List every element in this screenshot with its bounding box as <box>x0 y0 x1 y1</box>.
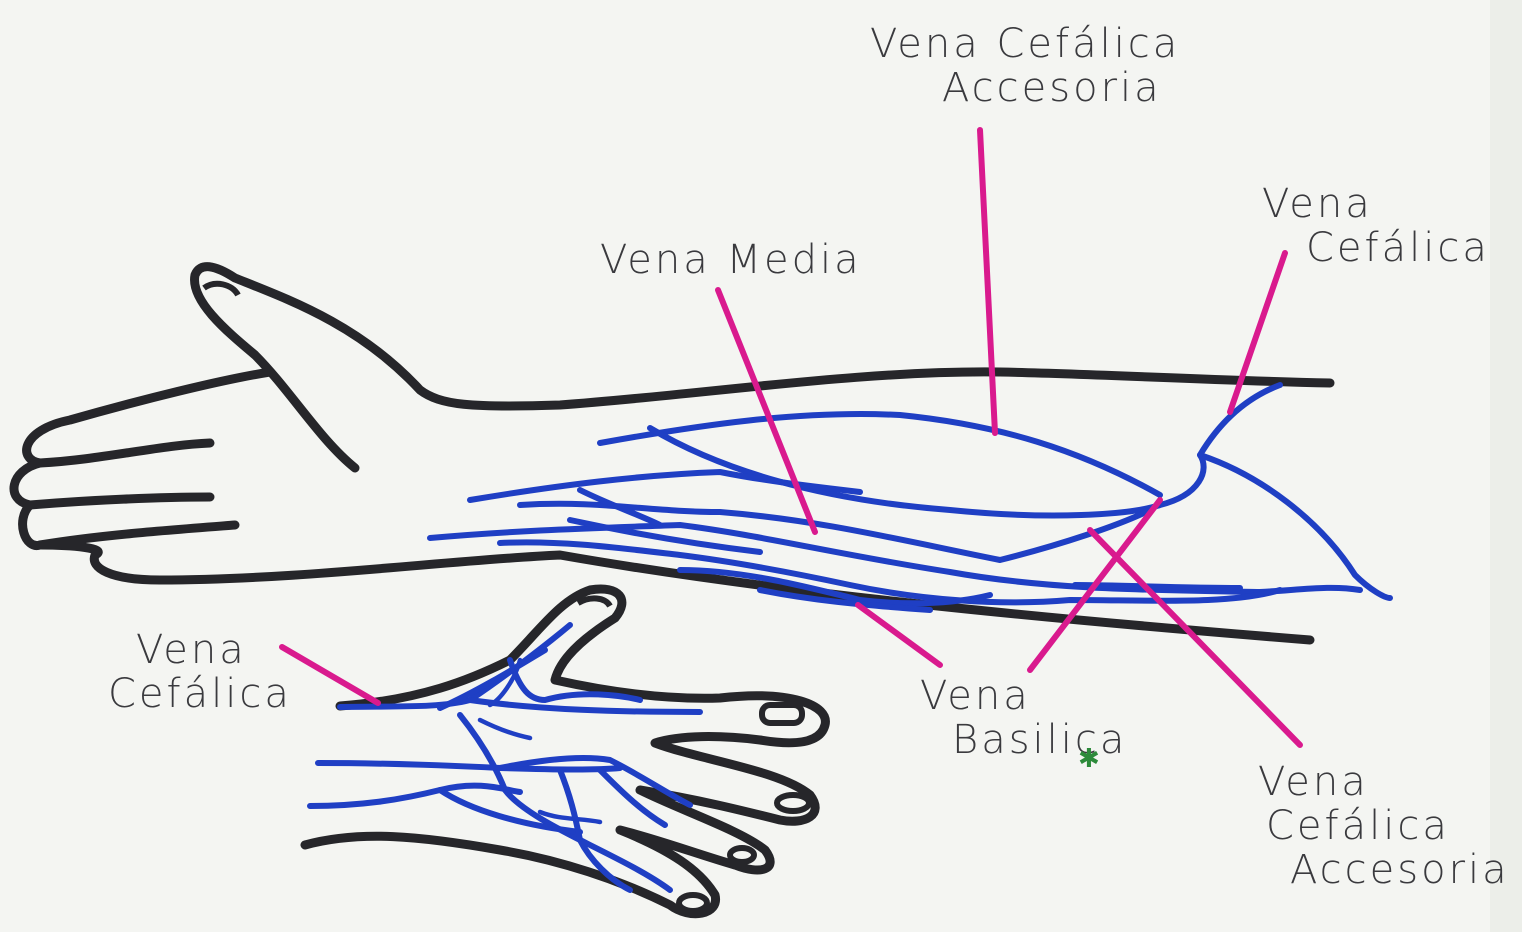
label-line: Vena <box>1262 182 1490 226</box>
label-line: Vena <box>1258 760 1510 804</box>
pointer-media <box>718 290 815 532</box>
ring-nail <box>730 848 754 862</box>
label-line: Accesoria <box>870 66 1180 110</box>
green-mark: ✱ <box>1078 744 1100 774</box>
label-cefalica-accesoria-top: Vena Cefálica Accesoria <box>870 22 1180 110</box>
label-line: Accesoria <box>1258 848 1510 892</box>
index-nail <box>762 705 802 723</box>
label-cefalica-hand: Vena Cefálica <box>108 628 292 716</box>
pointer-basilica <box>858 605 940 665</box>
label-line: Cefálica <box>1258 804 1510 848</box>
arm-veins <box>430 385 1390 610</box>
pointer-cefalica-hand <box>282 647 378 703</box>
label-line: Vena <box>108 628 292 672</box>
label-line: Vena Cefálica <box>870 22 1180 66</box>
pointer-cefalica-accesoria-top <box>980 130 995 433</box>
label-line: Cefálica <box>1262 226 1490 270</box>
label-line: Vena Media <box>600 238 862 282</box>
hand-outline <box>305 589 825 914</box>
label-cefalica-right: Vena Cefálica <box>1262 182 1490 270</box>
pointer-lines <box>282 130 1300 745</box>
thumb-nail <box>204 284 238 295</box>
thumb-nail-hand <box>578 598 610 606</box>
little-nail <box>679 895 707 911</box>
label-cefalica-accesoria-bottom: Vena Cefálica Accesoria <box>1258 760 1510 892</box>
label-line: Cefálica <box>108 672 292 716</box>
label-media: Vena Media <box>600 238 862 282</box>
label-line: Vena <box>920 674 1127 718</box>
middle-nail <box>777 795 809 811</box>
